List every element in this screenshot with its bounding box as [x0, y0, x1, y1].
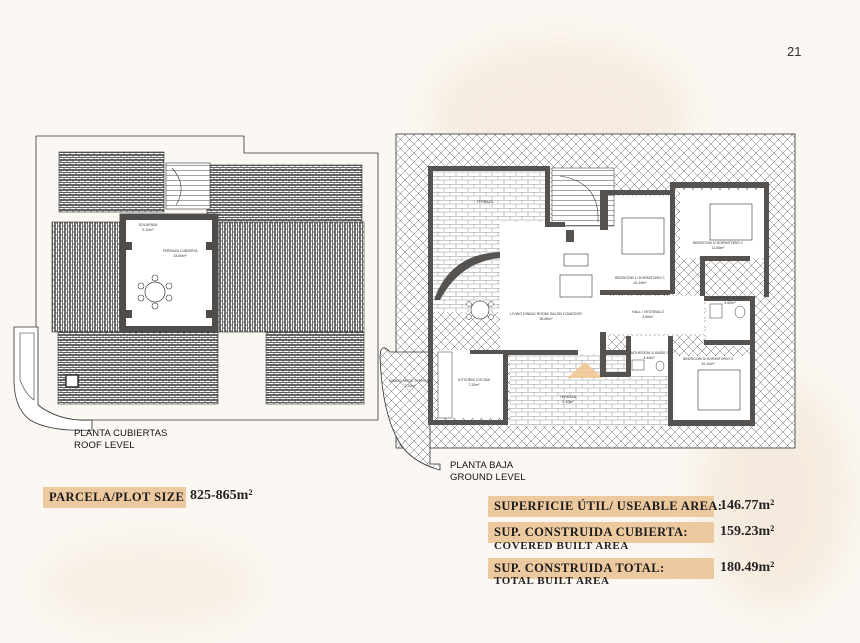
roof-plan: SOLARIUM 5.10m² TERRAZA CUBIERTA 15.60m² — [13, 135, 379, 431]
room-area: 15.60m² — [173, 254, 187, 258]
room-area: 10.10m² — [701, 362, 715, 366]
room-label: TERRAZA — [560, 395, 577, 399]
room-area: 38.80m² — [539, 317, 553, 321]
total-area-value: 180.49m² — [720, 560, 775, 575]
room-area: 4.80m² — [642, 315, 654, 319]
room-label: KITCHEN/ COCINA — [458, 378, 490, 382]
ground-plan-subtitle: GROUND LEVEL — [450, 472, 526, 483]
plot-size-value: 825-865m² — [190, 488, 253, 503]
room-label: BATHROOM 2/ BAÑO 2 — [630, 350, 669, 355]
room-label: BATHROOM 1/ BAÑO 1 — [711, 295, 750, 300]
room-area: 4.40m² — [643, 356, 655, 360]
covered-area-sublabel: COVERED BUILT AREA — [494, 540, 629, 552]
room-label: LIVING DINING ROOM/ SALON COMEDOR — [510, 312, 582, 316]
room-area: 5.10m² — [142, 228, 154, 232]
ground-plan: TERRAZA BEDROOM 1/ DORMITORIO 1 16.10m² … — [379, 133, 796, 471]
page-number: 21 — [787, 44, 802, 59]
room-label: HALL / VESTIBULO — [632, 310, 664, 314]
total-area-label: SUP. CONSTRUIDA TOTAL: — [488, 558, 714, 579]
covered-area-value: 159.23m² — [720, 524, 775, 539]
room-label: BEDROOM 1/ DORMITORIO 1 — [615, 276, 665, 280]
room-label: BEDROOM 2/ DORMITORIO 2 — [693, 241, 743, 245]
room-area: 4.60m² — [724, 301, 736, 305]
room-area: 11.60m² — [712, 246, 726, 250]
roof-plan-caption: PLANTA CUBIERTAS ROOF LEVEL — [74, 428, 167, 452]
room-label: BEDROOM 3/ DORMITORIO 3 — [683, 357, 733, 361]
roof-plan-title: PLANTA CUBIERTAS — [74, 428, 168, 439]
room-label: TERRAZA — [477, 200, 494, 204]
useable-area-label: SUPERFICIE ÚTIL/ USEABLE AREA: — [488, 496, 722, 517]
ground-plan-caption: PLANTA BAJA GROUND LEVEL — [450, 460, 526, 484]
background-stain — [40, 540, 260, 630]
plot-size-label: PARCELA/PLOT SIZE — [43, 487, 186, 508]
room-area: 7.20m² — [468, 383, 480, 387]
useable-area-value: 146.77m² — [720, 498, 775, 513]
covered-area-label: SUP. CONSTRUIDA CUBIERTA: — [488, 522, 714, 543]
room-area: 9.10m² — [562, 400, 574, 404]
ground-plan-title: PLANTA BAJA — [450, 460, 514, 471]
room-area: 16.10m² — [633, 281, 647, 285]
room-label: SOLARIUM — [139, 223, 158, 227]
room-area: 7.20m² — [404, 384, 416, 388]
room-label: DINING AREA/ TERRAZA — [389, 379, 431, 383]
total-area-sublabel: TOTAL BUILT AREA — [494, 575, 610, 587]
room-label: TERRAZA CUBIERTA — [162, 249, 198, 253]
roof-plan-subtitle: ROOF LEVEL — [74, 440, 135, 451]
